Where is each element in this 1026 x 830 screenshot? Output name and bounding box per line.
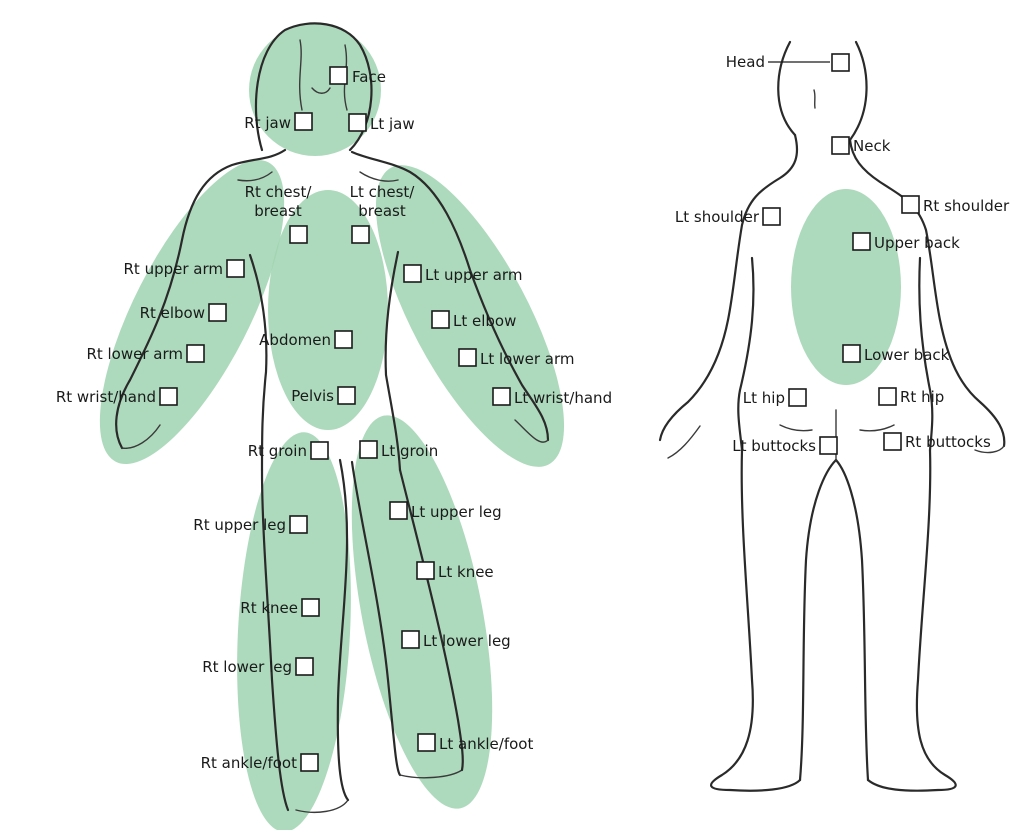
checkbox-lt-ankle-foot[interactable] [418,734,435,751]
checkbox-head[interactable] [832,54,849,71]
checkbox-rt-lower-leg[interactable] [296,658,313,675]
label-lt-shoulder: Lt shoulder [675,208,760,226]
label-lt-jaw: Lt jaw [370,115,415,133]
label-upper-back: Upper back [874,234,960,252]
label-rt-groin: Rt groin [248,442,307,460]
label-rt-upper-leg: Rt upper leg [193,516,286,534]
checkbox-lt-wrist-hand[interactable] [493,388,510,405]
checkbox-rt-ankle-foot[interactable] [301,754,318,771]
label-rt-shoulder: Rt shoulder [923,197,1010,215]
label-lt-hip: Lt hip [743,389,785,407]
label-lt-chest-line2: breast [358,202,406,220]
label-rt-elbow: Rt elbow [140,304,205,322]
label-face: Face [352,68,386,86]
label-lt-knee: Lt knee [438,563,494,581]
label-lt-upper-arm: Lt upper arm [425,266,522,284]
highlight-left-leg [325,404,519,820]
label-lt-lower-arm: Lt lower arm [480,350,575,368]
label-rt-hip: Rt hip [900,388,944,406]
label-rt-upper-arm: Rt upper arm [124,260,224,278]
checkbox-rt-upper-arm[interactable] [227,260,244,277]
label-rt-lower-leg: Rt lower leg [202,658,292,676]
checkbox-rt-upper-leg[interactable] [290,516,307,533]
label-lt-wrist-hand: Lt wrist/hand [514,389,612,407]
checkbox-rt-lower-arm[interactable] [187,345,204,362]
checkbox-lt-upper-arm[interactable] [404,265,421,282]
label-rt-lower-arm: Rt lower arm [86,345,183,363]
label-rt-chest-line1: Rt chest/ [245,183,313,201]
checkbox-lt-upper-leg[interactable] [390,502,407,519]
checkbox-upper-back[interactable] [853,233,870,250]
label-rt-wrist-hand: Rt wrist/hand [56,388,156,406]
label-lt-buttocks: Lt buttocks [732,437,816,455]
label-lower-back: Lower back [864,346,950,364]
front-highlights [64,24,600,830]
checkbox-rt-chest[interactable] [290,226,307,243]
checkbox-lt-shoulder[interactable] [763,208,780,225]
label-rt-chest-line2: breast [254,202,302,220]
checkbox-lt-groin[interactable] [360,441,377,458]
label-rt-ankle-foot: Rt ankle/foot [201,754,298,772]
label-lt-groin: Lt groin [381,442,438,460]
label-lt-chest-line1: Lt chest/ [350,183,416,201]
checkbox-lt-knee[interactable] [417,562,434,579]
checkbox-pelvis[interactable] [338,387,355,404]
checkbox-rt-hip[interactable] [879,388,896,405]
label-lt-ankle-foot: Lt ankle/foot [439,735,533,753]
checkbox-lt-jaw[interactable] [349,114,366,131]
checkbox-rt-wrist-hand[interactable] [160,388,177,405]
label-rt-buttocks: Rt buttocks [905,433,991,451]
checkbox-lt-lower-arm[interactable] [459,349,476,366]
label-head: Head [726,53,765,71]
label-lt-upper-leg: Lt upper leg [411,503,502,521]
checkbox-face[interactable] [330,67,347,84]
checkbox-lt-lower-leg[interactable] [402,631,419,648]
checkbox-rt-buttocks[interactable] [884,433,901,450]
checkbox-rt-jaw[interactable] [295,113,312,130]
checkbox-lt-elbow[interactable] [432,311,449,328]
front-view: Face Rt jaw Lt jaw Rt chest/ breast Lt c… [56,23,612,830]
checkbox-lt-hip[interactable] [789,389,806,406]
label-pelvis: Pelvis [291,387,334,405]
label-rt-jaw: Rt jaw [244,114,291,132]
back-view: Head Neck Lt shoulder Rt shoulder Upper … [660,42,1010,791]
checkbox-lt-chest[interactable] [352,226,369,243]
label-lt-elbow: Lt elbow [453,312,516,330]
checkbox-rt-knee[interactable] [302,599,319,616]
checkbox-rt-elbow[interactable] [209,304,226,321]
label-lt-lower-leg: Lt lower leg [423,632,511,650]
label-rt-knee: Rt knee [240,599,298,617]
checkbox-neck[interactable] [832,137,849,154]
checkbox-lt-buttocks[interactable] [820,437,837,454]
checkbox-rt-shoulder[interactable] [902,196,919,213]
checkbox-rt-groin[interactable] [311,442,328,459]
checkbox-lower-back[interactable] [843,345,860,362]
label-abdomen: Abdomen [259,331,331,349]
checkbox-abdomen[interactable] [335,331,352,348]
label-neck: Neck [853,137,891,155]
